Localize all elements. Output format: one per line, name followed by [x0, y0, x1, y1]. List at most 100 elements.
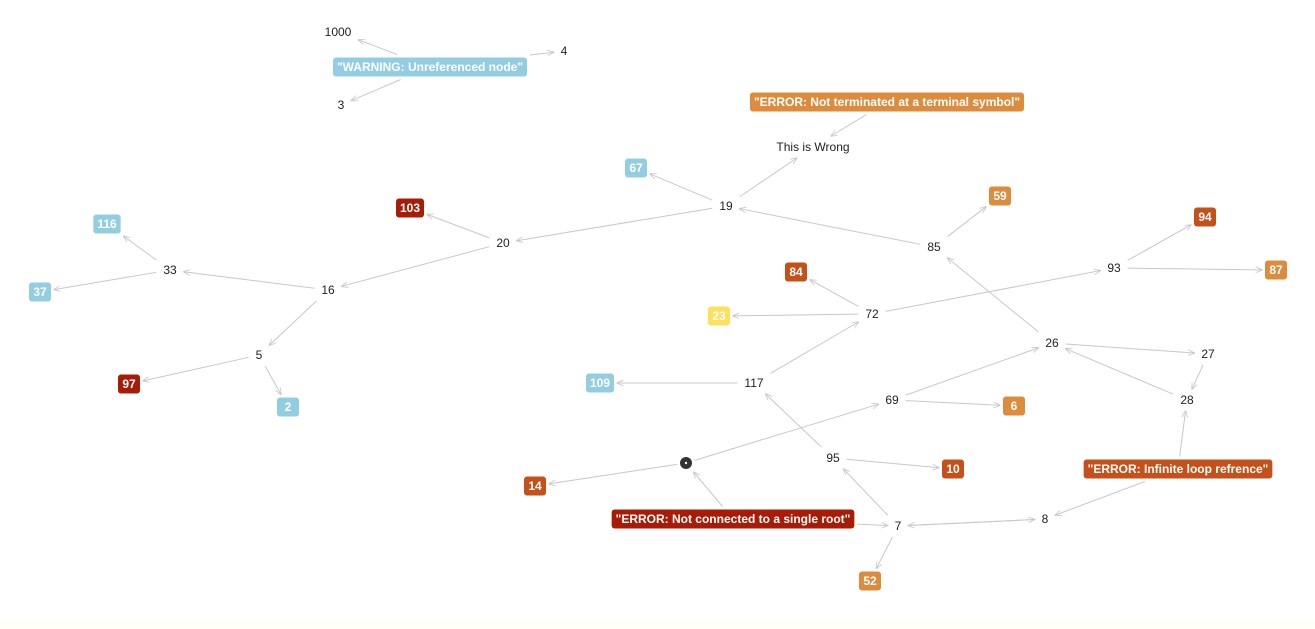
node-label: 93 — [1107, 261, 1121, 275]
node-root[interactable] — [680, 457, 692, 469]
node-label: 59 — [993, 189, 1007, 203]
node-n93[interactable]: 93 — [1107, 261, 1121, 275]
edge-n33-to-n116 — [124, 236, 157, 261]
root-dot-center — [684, 461, 688, 465]
node-label: 87 — [1269, 263, 1283, 277]
node-n27[interactable]: 27 — [1201, 347, 1215, 361]
node-n37[interactable]: 37 — [29, 282, 51, 302]
node-n28[interactable]: 28 — [1180, 393, 1194, 407]
node-label: 69 — [885, 393, 899, 407]
edge-n7-to-n95 — [844, 469, 889, 516]
node-n26[interactable]: 26 — [1045, 336, 1059, 350]
node-n20[interactable]: 20 — [496, 236, 510, 250]
edge-err-loop-to-n8 — [1055, 481, 1145, 516]
footer-strip — [0, 621, 1315, 629]
node-box[interactable] — [1003, 396, 1025, 416]
node-label: 72 — [865, 307, 879, 321]
edge-n85-to-n59 — [947, 207, 986, 237]
node-n72[interactable]: 72 — [865, 307, 879, 321]
node-n69[interactable]: 69 — [885, 393, 899, 407]
node-n16[interactable]: 16 — [321, 283, 335, 297]
node-err-loop[interactable]: "ERROR: Infinite loop refrence" — [1083, 459, 1273, 479]
node-label: 109 — [590, 376, 610, 390]
node-label: 6 — [1011, 399, 1018, 413]
edge-n117-to-n72 — [770, 322, 859, 374]
node-n14[interactable]: 14 — [524, 476, 546, 496]
edge-n20-to-n16 — [342, 246, 490, 287]
node-wrong[interactable]: This is Wrong — [776, 140, 849, 154]
node-box[interactable] — [611, 509, 855, 529]
node-n109[interactable]: 109 — [585, 373, 615, 393]
node-n52[interactable]: 52 — [859, 571, 881, 591]
edge-n7-to-n52 — [876, 536, 893, 569]
edge-n5-to-n97 — [143, 356, 249, 381]
node-box[interactable] — [1265, 260, 1287, 280]
node-label: 14 — [528, 479, 542, 493]
node-n84[interactable]: 84 — [785, 262, 807, 282]
edge-n95-to-n117 — [766, 394, 822, 448]
node-box[interactable] — [93, 214, 121, 234]
node-n87[interactable]: 87 — [1265, 260, 1287, 280]
node-box[interactable] — [585, 373, 615, 393]
node-box[interactable] — [942, 459, 964, 479]
node-n7[interactable]: 7 — [895, 519, 902, 533]
node-label: 85 — [927, 240, 941, 254]
node-n19[interactable]: 19 — [719, 199, 733, 213]
node-n4[interactable]: 4 — [561, 44, 568, 58]
node-n10[interactable]: 10 — [942, 459, 964, 479]
edge-err-root-to-n7 — [857, 524, 887, 525]
node-n6[interactable]: 6 — [1003, 396, 1025, 416]
edge-warn-to-n3 — [351, 79, 401, 101]
node-label: "ERROR: Infinite loop refrence" — [1088, 462, 1269, 476]
node-box[interactable] — [749, 92, 1025, 112]
node-box[interactable] — [332, 57, 528, 77]
node-err-root[interactable]: "ERROR: Not connected to a single root" — [611, 509, 855, 529]
node-box[interactable] — [29, 282, 51, 302]
node-n1000[interactable]: 1000 — [325, 25, 352, 39]
node-box[interactable] — [625, 158, 647, 178]
node-box[interactable] — [708, 306, 730, 326]
node-n117[interactable]: 117 — [744, 376, 763, 390]
edge-n72-to-n23 — [733, 314, 859, 316]
edge-n85-to-n19 — [740, 209, 921, 245]
edge-warn-to-n4 — [529, 52, 554, 55]
node-n67[interactable]: 67 — [625, 158, 647, 178]
node-n94[interactable]: 94 — [1194, 207, 1216, 227]
node-n3[interactable]: 3 — [338, 98, 345, 112]
node-n103[interactable]: 103 — [395, 198, 425, 218]
node-warn[interactable]: "WARNING: Unreferenced node" — [332, 57, 528, 77]
node-n59[interactable]: 59 — [989, 186, 1011, 206]
node-n95[interactable]: 95 — [826, 451, 840, 465]
edge-n19-to-n67 — [650, 174, 713, 201]
node-box[interactable] — [277, 397, 299, 417]
edge-err-loop-to-n28 — [1179, 411, 1186, 457]
edge-err-term-to-wrong — [831, 114, 867, 137]
node-box[interactable] — [395, 198, 425, 218]
edge-n26-to-n85 — [948, 258, 1039, 333]
node-n2[interactable]: 2 — [277, 397, 299, 417]
node-box[interactable] — [118, 374, 140, 394]
edge-warn-to-n1000 — [358, 40, 398, 55]
node-n97[interactable]: 97 — [118, 374, 140, 394]
node-n5[interactable]: 5 — [256, 348, 263, 362]
node-box[interactable] — [785, 262, 807, 282]
node-n23[interactable]: 23 — [708, 306, 730, 326]
node-box[interactable] — [859, 571, 881, 591]
edge-n26-to-n27 — [1065, 343, 1195, 353]
node-err-term[interactable]: "ERROR: Not terminated at a terminal sym… — [749, 92, 1025, 112]
node-label: 37 — [33, 285, 47, 299]
node-n116[interactable]: 116 — [93, 214, 121, 234]
edge-n69-to-n26 — [905, 348, 1039, 396]
node-box[interactable] — [989, 186, 1011, 206]
node-label: 116 — [97, 217, 117, 231]
node-n8[interactable]: 8 — [1042, 512, 1049, 526]
node-box[interactable] — [524, 476, 546, 496]
edge-err-root-to-root — [694, 472, 723, 507]
node-label: 84 — [789, 265, 803, 279]
node-box[interactable] — [1083, 459, 1273, 479]
node-n33[interactable]: 33 — [163, 263, 177, 277]
node-n85[interactable]: 85 — [927, 240, 941, 254]
node-box[interactable] — [1194, 207, 1216, 227]
node-label: 3 — [338, 98, 345, 112]
